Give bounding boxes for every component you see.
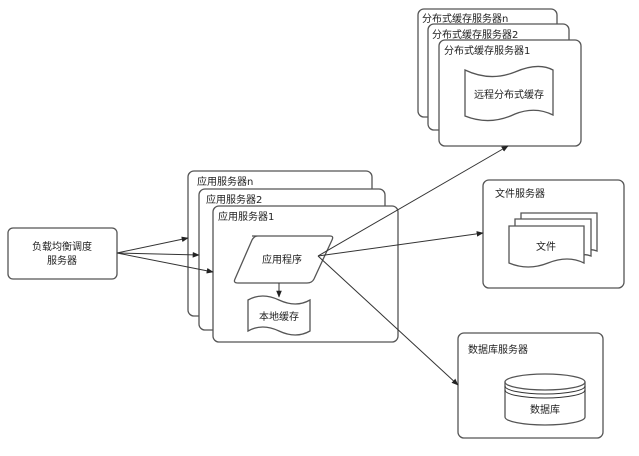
file-sheet-front [508,225,585,268]
edges [116,145,509,386]
file-server[interactable]: 文件服务器 文件 [482,179,625,289]
app-server-2-title: 应用服务器2 [206,193,262,206]
db-server-title: 数据库服务器 [468,343,528,356]
database-label: 数据库 [530,403,560,416]
dist-cache-server-1-title: 分布式缓存服务器1 [444,44,530,57]
edge-lb-to-app-server-1 [116,252,214,274]
app-program-node[interactable]: 应用程序 [233,235,334,284]
app-server-1-title: 应用服务器1 [218,210,274,223]
app-program-label: 应用程序 [262,253,302,266]
remote-cache-label: 远程分布式缓存 [474,88,544,101]
files-node[interactable]: 文件 [508,212,598,268]
database-node[interactable]: 数据库 [504,373,586,426]
dist-cache-server-1[interactable]: 分布式缓存服务器1 远程分布式缓存 [438,39,582,147]
edge-lb-to-app-server-2 [116,252,200,258]
local-cache-node[interactable]: 本地缓存 [247,295,311,336]
edge-app-to-dist-cache [317,145,509,257]
local-cache-label: 本地缓存 [259,310,299,323]
remote-cache-wave-shape [464,65,554,122]
local-cache-wave-shape [247,295,311,336]
file-server-title: 文件服务器 [495,187,545,200]
app-program-parallelogram [233,235,334,284]
load-balancer-box [7,227,118,280]
database-cylinder-top [504,373,586,391]
edge-app-to-file-server [317,231,484,257]
app-server-stack: 应用服务器n 应用服务器2 应用服务器1 应用程序 本地缓存 [187,170,399,343]
edge-lb-to-app-server-n [116,236,189,254]
app-server-n-title: 应用服务器n [197,175,253,188]
load-balancer-node[interactable]: 负载均衡调度 服务器 [7,227,118,280]
app-server-1[interactable]: 应用服务器1 应用程序 本地缓存 [212,205,399,343]
dist-cache-server-n-title: 分布式缓存服务器n [422,12,508,25]
load-balancer-label-line1: 负载均衡调度 [32,240,92,253]
load-balancer-label-line2: 服务器 [47,254,77,267]
database-ring-2 [504,389,586,399]
db-server[interactable]: 数据库服务器 数据库 [457,332,604,439]
edge-app-to-db-server [317,255,459,386]
dist-cache-stack: 分布式缓存服务器n 分布式缓存服务器2 分布式缓存服务器1 远程分布式缓存 [417,8,582,147]
files-label: 文件 [536,240,556,253]
database-ring-1 [504,385,586,395]
remote-cache-node[interactable]: 远程分布式缓存 [464,65,554,122]
dist-cache-server-2-title: 分布式缓存服务器2 [432,28,518,41]
